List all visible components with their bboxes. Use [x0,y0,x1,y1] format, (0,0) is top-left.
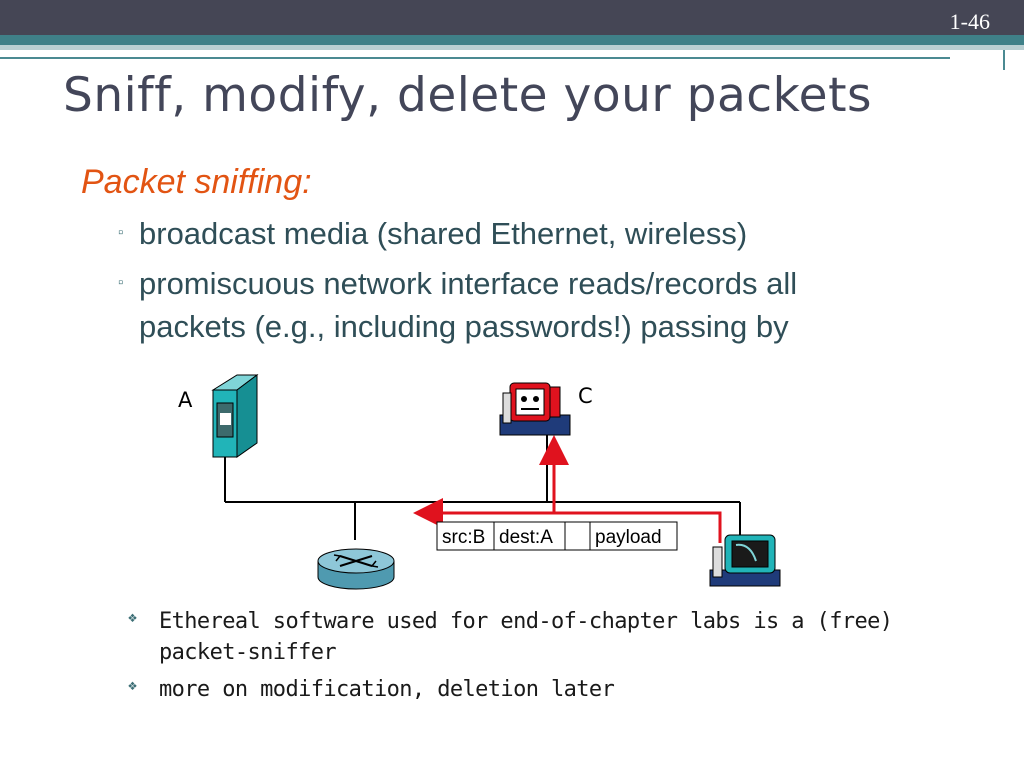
packet-dest: dest:A [499,527,553,548]
accent-bar-light [0,45,1024,50]
slide-number: 1-46 [949,9,990,34]
slide-title: Sniff, modify, delete your packets [63,68,872,123]
top-bar [0,0,1024,35]
title-rule-tick [1003,50,1005,70]
packet-src: src:B [442,527,485,548]
note-text: more on modification, deletion later [159,677,615,702]
note-text-line: packet-sniffer [159,640,337,665]
bullet-text: broadcast media (shared Ethernet, wirele… [139,216,748,251]
subheading: Packet sniffing: [81,163,312,201]
note-text: Ethereal software used for end-of-chapte… [159,606,893,668]
router-icon [317,548,395,590]
diamond-bullet-icon: ❖ [128,608,137,626]
host-c-label: C [578,384,593,408]
network-diagram: A C B src:B dest:A payload [178,374,781,590]
sniff-path [413,498,722,543]
host-c-sniffer-icon [499,382,571,436]
note-text-line: Ethereal software used for end-of-chapte… [159,609,893,634]
bullet-text-line: packets (e.g., including passwords!) pas… [139,309,789,344]
bullet-text: promiscuous network interface reads/reco… [139,262,797,348]
square-bullet-icon: ▫ [118,224,124,241]
bullet-text-line: promiscuous network interface reads/reco… [139,266,798,301]
host-a-label: A [178,388,193,412]
diamond-bullet-icon: ❖ [128,676,137,694]
packet: src:B dest:A payload [436,521,678,551]
accent-bar [0,35,1024,45]
host-a-icon [211,374,259,458]
host-b-icon [709,534,781,587]
packet-payload: payload [595,527,662,548]
title-rule [0,57,950,59]
square-bullet-icon: ▫ [118,274,124,291]
